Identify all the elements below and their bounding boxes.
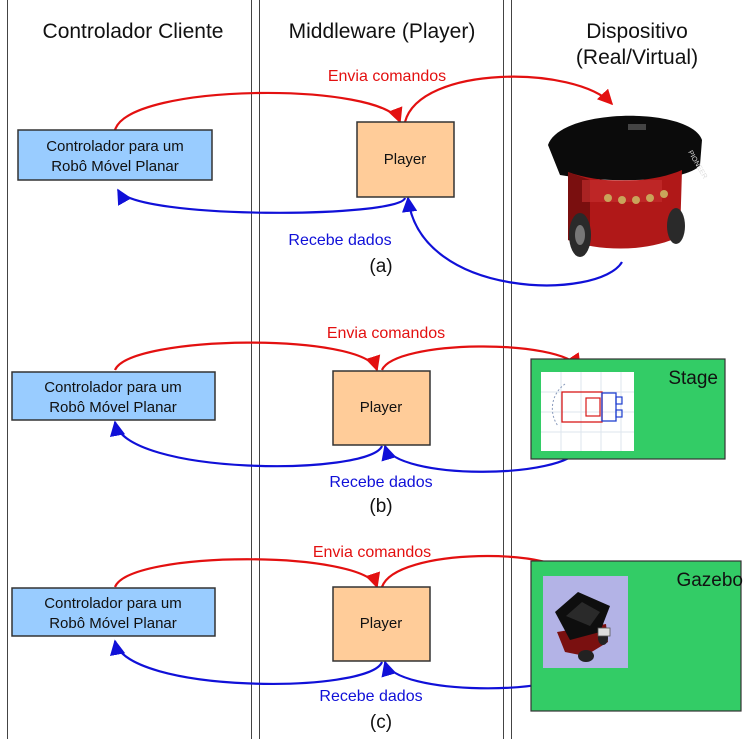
player-box-b (332, 370, 431, 446)
recv-arrow-c1 (110, 639, 384, 685)
panel-a: Controlador para um Robô Móvel Planar Pl… (17, 68, 708, 287)
pioneer-robot-icon: PIONEER (548, 115, 708, 257)
client-box-b (11, 371, 216, 421)
send-arrow-b1 (113, 341, 381, 372)
player-label-c: Player (360, 615, 403, 632)
panel-c: Controlador para um Robô Móvel Planar Pl… (11, 544, 743, 733)
header-middleware: Middleware (Player) (289, 20, 476, 43)
send-arrow-a1 (113, 91, 403, 131)
gazebo-robot-icon (543, 576, 628, 668)
client-label-a2: Robô Móvel Planar (51, 158, 179, 175)
panel-b: Controlador para um Robô Móvel Planar Pl… (11, 325, 726, 517)
client-label-c1: Controlador para um (44, 595, 182, 612)
column-dividers (7, 0, 512, 739)
caption-c: (c) (370, 712, 392, 733)
recv-label-b: Recebe dados (329, 474, 432, 491)
client-label-b2: Robô Móvel Planar (49, 399, 177, 416)
client-box-a (17, 129, 213, 181)
client-label-a1: Controlador para um (46, 138, 184, 155)
caption-b: (b) (369, 496, 392, 517)
send-arrow-b2 (380, 345, 581, 371)
stage-robot-icon (541, 372, 634, 451)
player-label-a: Player (384, 151, 427, 168)
header-device-line1: Dispositivo (586, 20, 688, 43)
recv-arrow-a1 (117, 188, 407, 214)
recv-label-a: Recebe dados (288, 232, 391, 249)
gazebo-label: Gazebo (676, 570, 743, 591)
send-arrow-c1 (113, 558, 380, 589)
client-label-b1: Controlador para um (44, 379, 182, 396)
recv-label-c: Recebe dados (319, 688, 422, 705)
send-label-b: Envia comandos (327, 325, 445, 342)
player-box-a (356, 121, 455, 198)
header-client: Controlador Cliente (43, 20, 224, 43)
send-label-a: Envia comandos (328, 68, 446, 85)
client-box-c (11, 587, 216, 637)
recv-arrow-a2 (401, 196, 623, 287)
send-arrow-a2 (403, 75, 614, 123)
caption-a: (a) (369, 256, 392, 277)
player-box-c (332, 586, 431, 662)
header-device-line2: (Real/Virtual) (576, 46, 698, 69)
player-label-b: Player (360, 399, 403, 416)
client-label-c2: Robô Móvel Planar (49, 615, 177, 632)
send-label-c: Envia comandos (313, 544, 431, 561)
recv-arrow-b1 (110, 420, 384, 468)
stage-label: Stage (668, 368, 718, 389)
